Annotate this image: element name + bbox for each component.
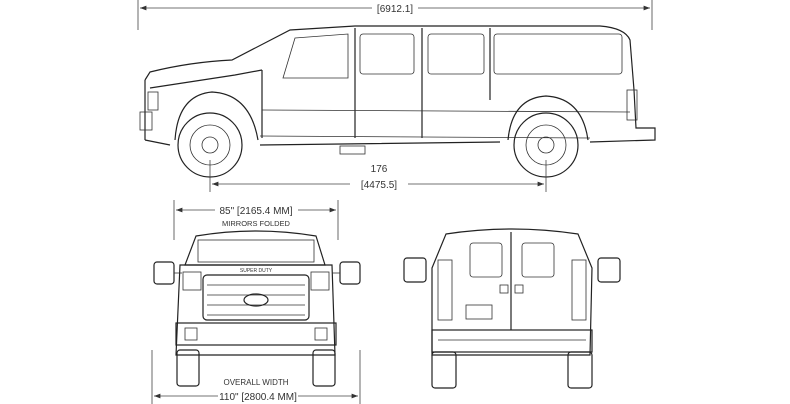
overall-width-label: OVERALL WIDTH [223,378,288,387]
mirrors-width-label: 85" [2165.4 MM] [219,206,292,217]
wheelbase-mm: [4475.5] [361,180,397,191]
overall-width-value: 110" [2800.4 MM] [219,392,297,403]
side-body [139,25,656,155]
side-view: [6912.1] 176 [4475.5] [137,0,656,192]
overall-length-label: [6912.1] [377,4,413,15]
grille-badge: SUPER DUTY [240,268,273,274]
rear-view [403,228,621,389]
wheelbase-inches: 176 [371,164,388,175]
mirrors-folded-note: MIRRORS FOLDED [222,219,291,228]
front-view: 85" [2165.4 MM] MIRRORS FOLDED SUPER DUT… [151,200,361,404]
